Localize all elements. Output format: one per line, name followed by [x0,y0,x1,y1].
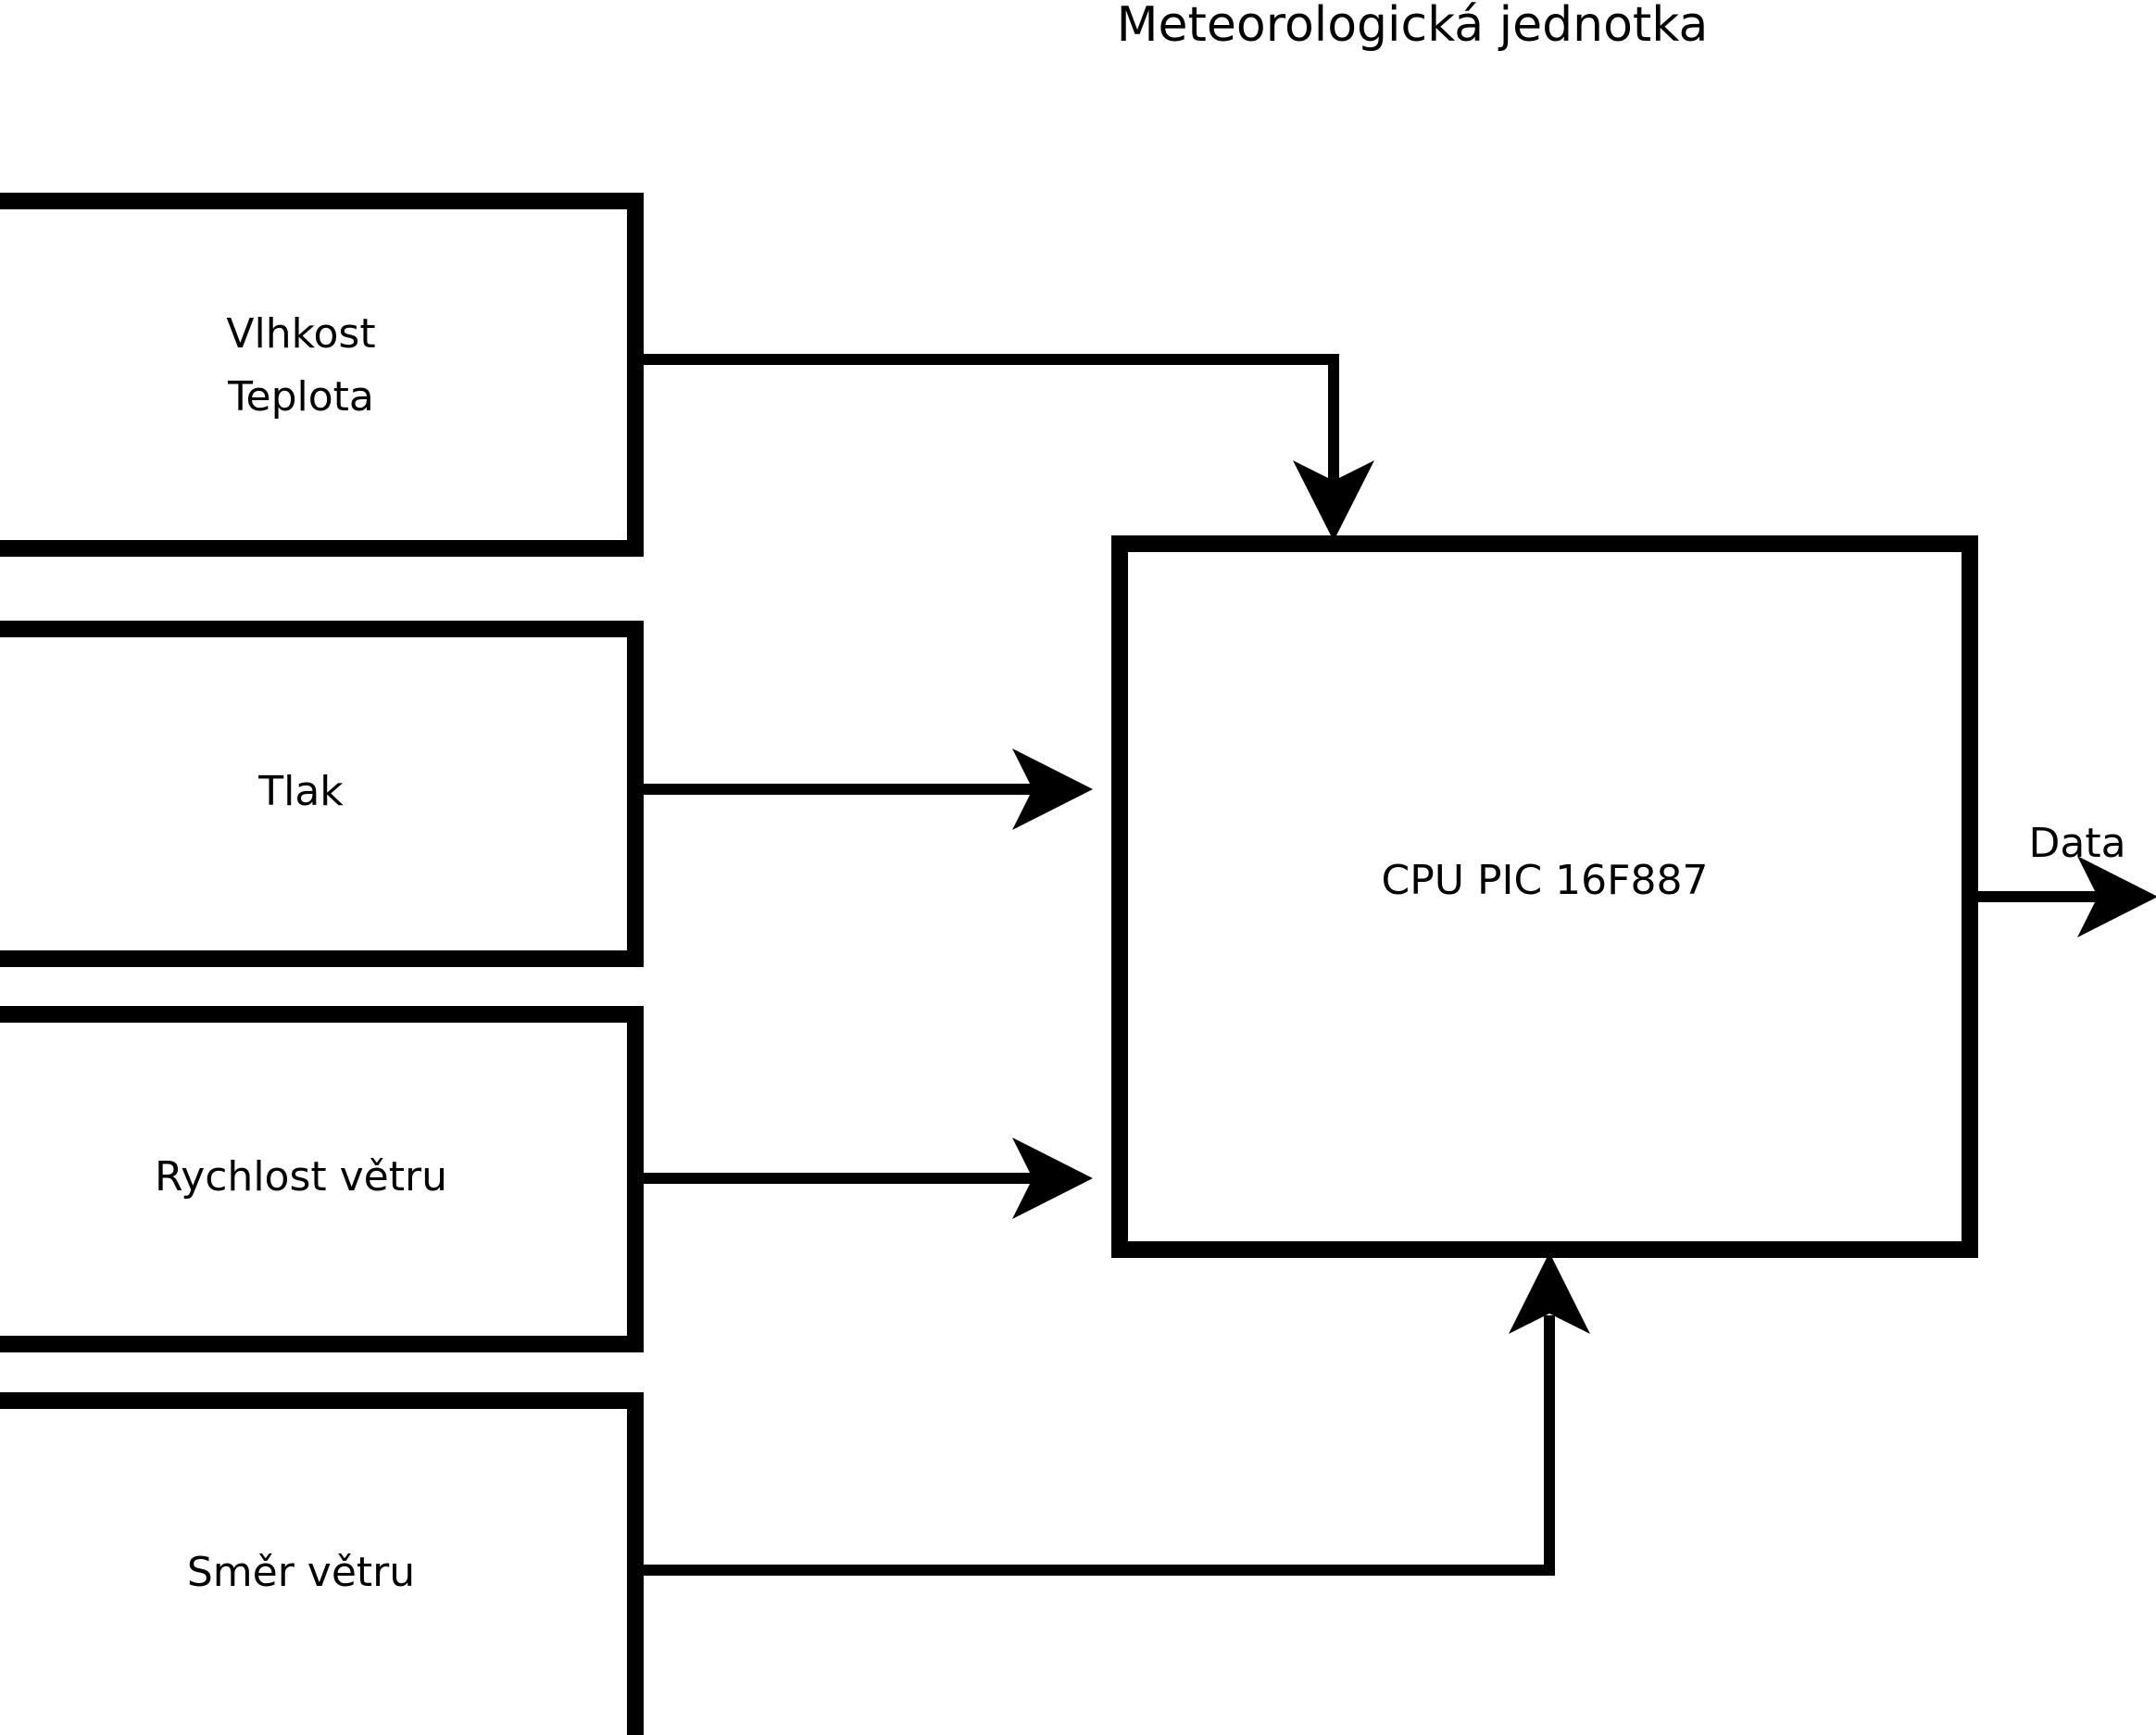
sensor-block-label-line-1: Tlak [257,768,344,815]
connector-cpu-to-data-output: Data [1970,820,2156,937]
arrowhead-right-icon [1012,748,1093,830]
sensor-block-rect [0,1392,644,1735]
sensor-block-label-line-1: Rychlost větru [155,1153,447,1201]
arrowhead-right-icon [2077,856,2156,937]
cpu-block[interactable]: CPU PIC 16F887 [1111,535,1978,1258]
sensor-block-label-line-1: Směr větru [187,1549,415,1596]
sensor-block-rect [0,1006,644,1352]
sensor-block-wind-direction[interactable]: Směr větru [0,1392,644,1735]
sensor-block-pressure[interactable]: Tlak [0,621,644,967]
connector-pressure-to-cpu [635,748,1093,830]
cpu-block-label: CPU PIC 16F887 [1382,857,1709,904]
sensor-block-label-line-2: Teplota [227,373,374,421]
connector-humidity-temperature-to-cpu [635,354,1374,541]
sensor-block-rect-full [0,193,644,557]
connector-line [635,1315,1555,1576]
arrowhead-up-icon [1509,1252,1590,1334]
data-output-label: Data [2028,820,2125,867]
arrowhead-right-icon [1012,1138,1093,1219]
connector-line [635,354,1339,491]
sensor-block-wind-speed[interactable]: Rychlost větru [0,1006,644,1352]
sensor-block-label-line-1: Vlhkost [226,310,375,358]
page-title: Meteorologická jednotka [1117,0,1709,53]
sensor-block-humidity-temperature[interactable]: Vlhkost Teplota [0,193,644,557]
arrowhead-down-icon [1293,460,1374,541]
connector-wind-speed-to-cpu [635,1138,1093,1219]
connector-wind-direction-to-cpu [635,1252,1590,1576]
